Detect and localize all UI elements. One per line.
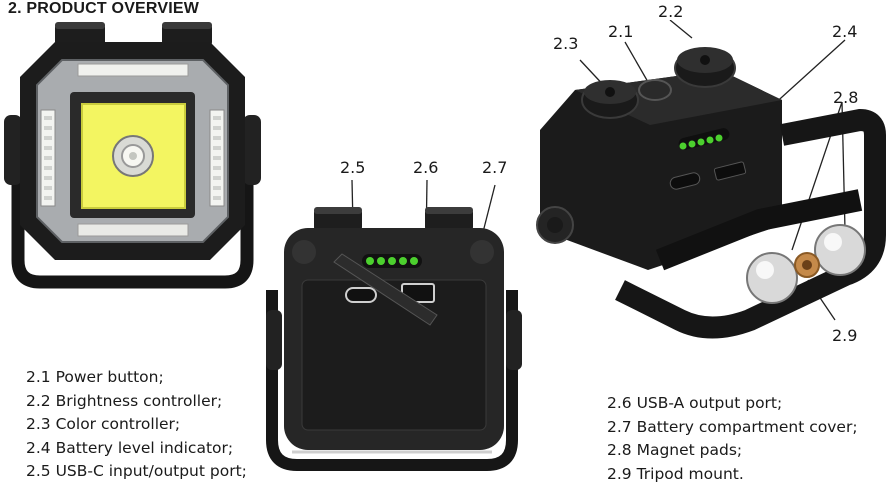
power-button: [638, 79, 672, 101]
callout-2-2: 2.2: [658, 2, 684, 21]
callout-2-1: 2.1: [608, 22, 634, 41]
page-title: 2. PRODUCT OVERVIEW: [8, 0, 200, 17]
callout-2-5: 2.5: [340, 158, 366, 177]
callout-2-4: 2.4: [832, 22, 858, 41]
legend-item: 2.3 Color controller;: [26, 415, 181, 433]
legend-item: 2.6 USB-A output port;: [607, 394, 783, 412]
side-battery-indicator: [678, 128, 730, 150]
magnet-pad-left: [746, 252, 798, 304]
callout-2-7: 2.7: [482, 158, 508, 177]
front-view-illustration: [4, 22, 261, 289]
magnet-pad-right: [814, 224, 866, 276]
usb-c-port: [345, 287, 377, 303]
legend-item: 2.7 Battery compartment cover;: [607, 417, 858, 436]
legend-item: 2.1 Power button;: [26, 368, 164, 386]
legend-item: 2.4 Battery level indicator;: [26, 438, 234, 457]
legend-right: 2.6 USB-A output port; 2.7 Battery compa…: [607, 392, 858, 486]
callout-2-8: 2.8: [833, 88, 859, 107]
back-battery-indicator: [362, 254, 422, 268]
legend-left: 2.1 Power button; 2.2 Brightness control…: [26, 366, 247, 484]
side-view-illustration: [536, 20, 886, 339]
legend-item: 2.9 Tripod mount.: [607, 464, 744, 483]
legend-item: 2.2 Brightness controller;: [26, 391, 223, 410]
legend-item: 2.8 Magnet pads;: [607, 441, 743, 459]
bottom-led-strip: [77, 223, 189, 237]
stand-bracket: [11, 120, 254, 289]
legend-item: 2.5 USB-C input/output port;: [26, 462, 247, 480]
top-led-strip: [77, 63, 189, 77]
callout-2-6: 2.6: [413, 158, 439, 177]
callout-2-9: 2.9: [832, 326, 858, 345]
back-view-illustration: [266, 180, 522, 471]
callout-2-3: 2.3: [553, 34, 579, 53]
